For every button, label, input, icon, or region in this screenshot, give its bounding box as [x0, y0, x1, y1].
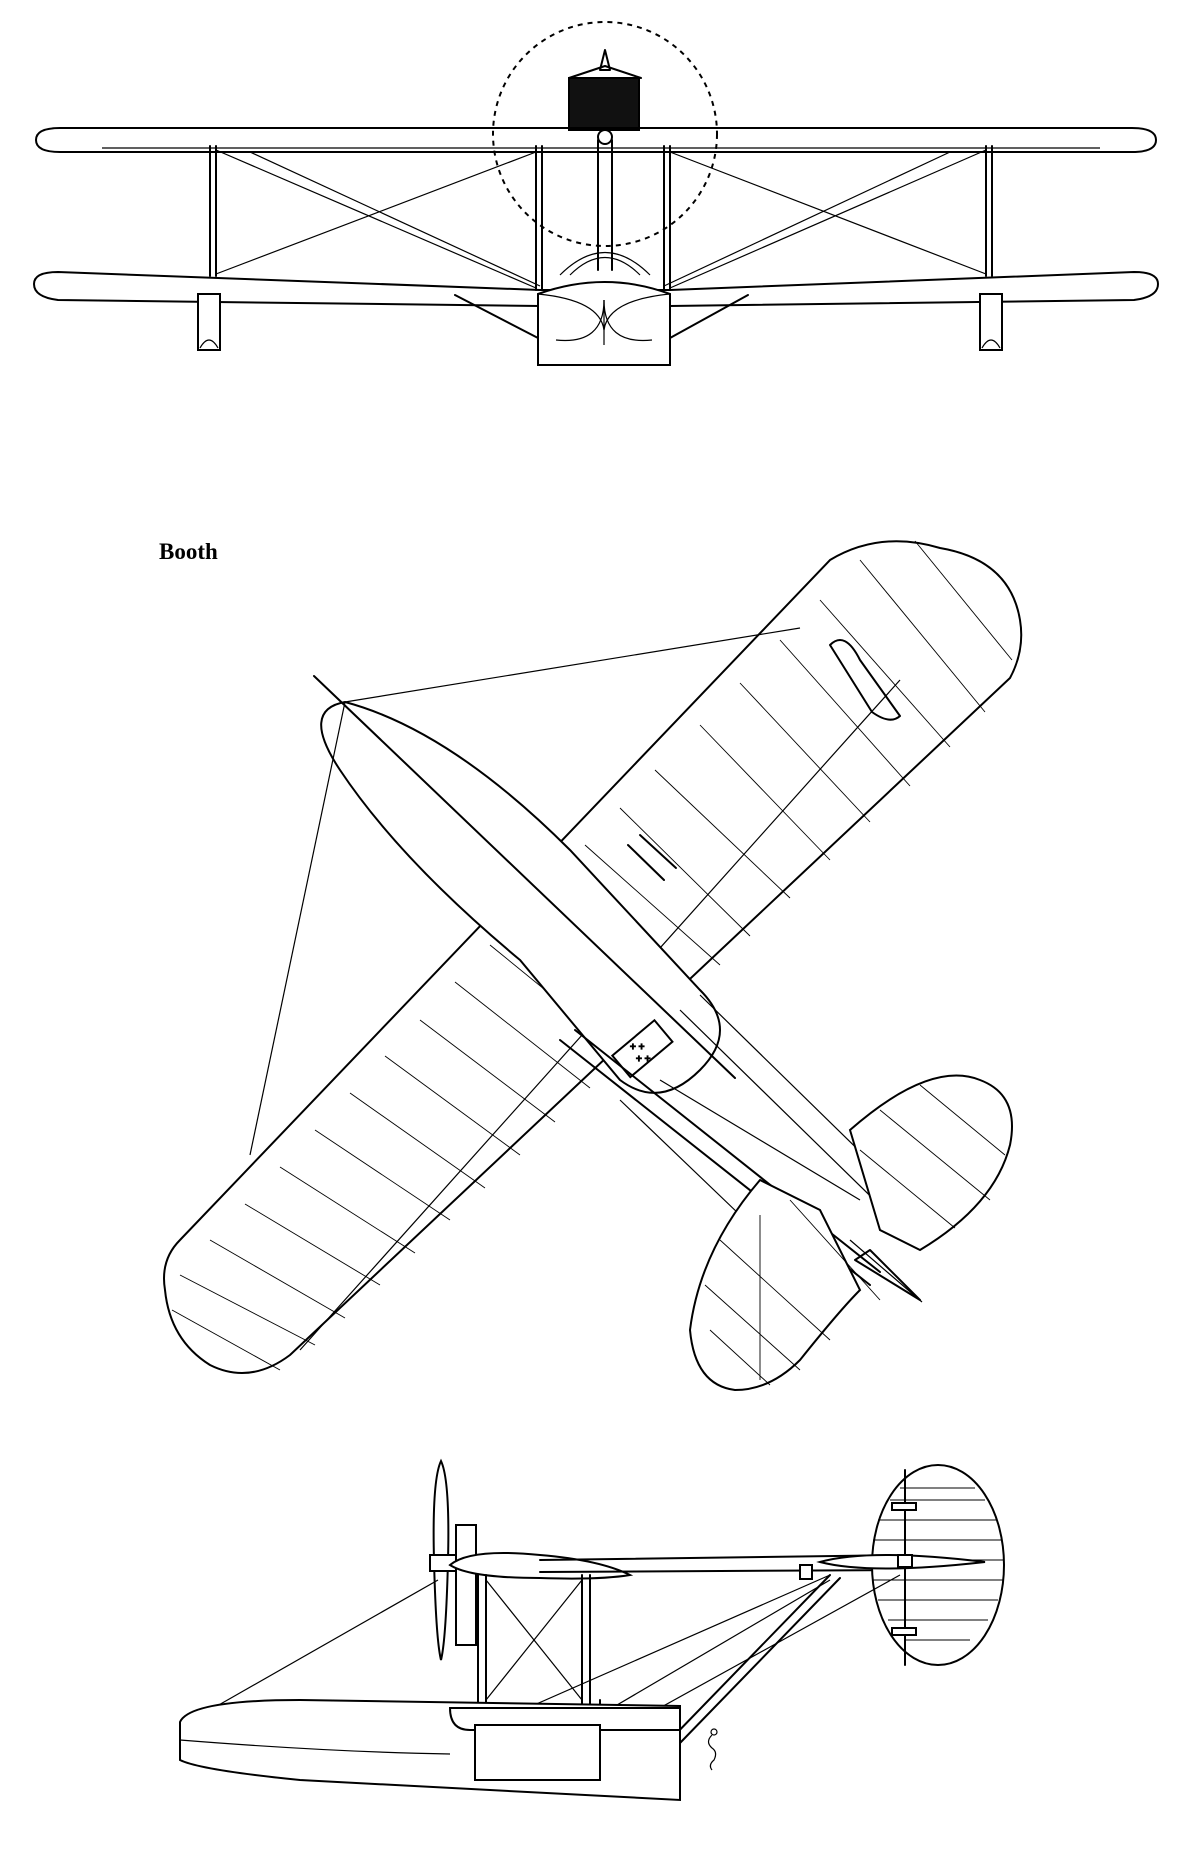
svg-text:+ +: + +: [636, 1054, 651, 1065]
wing-ribs: [171, 540, 1013, 1371]
lower-wing: [33, 271, 1159, 307]
upper-wing: [35, 127, 1157, 153]
front-bracing-wires: [215, 149, 987, 289]
float-left: [197, 293, 221, 351]
aircraft-title: Booth: [159, 539, 218, 564]
hull-plan: [320, 700, 721, 1094]
front-view: [33, 21, 1159, 366]
hull-centerline: [313, 675, 736, 1079]
wingtip-float-side: [474, 1724, 601, 1781]
plan-view: + + + +: [163, 540, 1023, 1392]
tail-ribs: [704, 1084, 1006, 1386]
pilot-figure: [707, 1734, 717, 1771]
side-bracing-wires: [209, 1574, 901, 1731]
tailplane-right: [848, 1074, 1013, 1252]
upper-wing-side: [448, 1551, 634, 1580]
plan-bracing-wires: [249, 627, 861, 1216]
wing-cutout: [829, 639, 901, 721]
engine-radiator: [568, 77, 640, 131]
propeller-hub: [597, 129, 613, 145]
engine-block: [455, 1524, 477, 1646]
svg-text:+ +: + +: [630, 1042, 645, 1053]
float-right: [979, 293, 1003, 351]
side-view: [179, 1458, 1005, 1802]
spinner: [599, 49, 611, 71]
rudder: [854, 1249, 921, 1301]
tailplane-left: [688, 1178, 862, 1392]
propeller-disc: [492, 21, 718, 247]
